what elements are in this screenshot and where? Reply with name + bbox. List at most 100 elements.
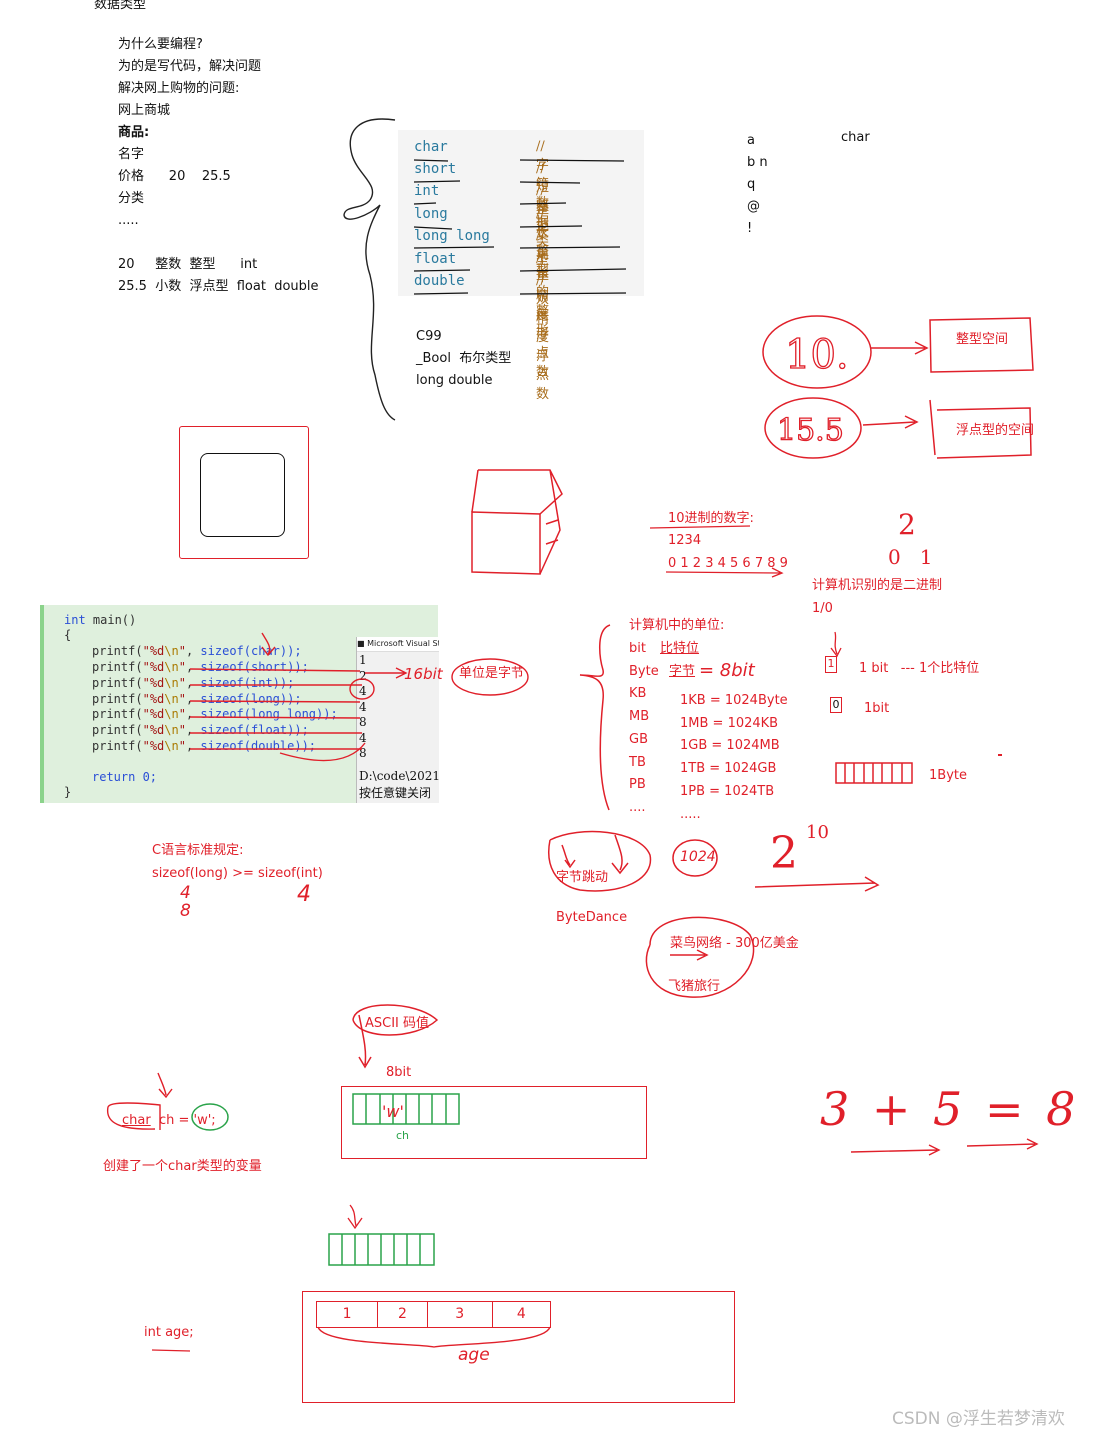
int-decl: int age;: [144, 1325, 194, 1340]
char-decl-sketch: [106, 1072, 229, 1131]
unit-eq: 1KB = 1024Byte: [680, 693, 788, 708]
hand-formula: 3 + 5 = 8: [820, 1082, 1080, 1136]
unit-names: bit Byte KB MB GB TB PB ....: [629, 638, 659, 820]
int-cell: 2: [378, 1302, 428, 1327]
char-item: @: [747, 199, 760, 214]
unit-eq: .....: [680, 806, 701, 822]
type-row: float//单精度浮点数: [414, 251, 549, 380]
type-keyword: long long: [414, 228, 490, 244]
byte-cells: [835, 762, 913, 784]
intro-line: 为的是写代码，解决问题: [118, 59, 262, 74]
hand-2: 2: [770, 828, 798, 879]
green-cells: [328, 1204, 435, 1266]
unit-eq: 1PB = 1024TB: [680, 783, 775, 799]
cell-mark: 'w': [382, 1102, 404, 1121]
bit-note: 比特位: [660, 641, 700, 656]
char-value: 'w';: [193, 1113, 216, 1128]
square-inner: [200, 453, 285, 537]
type-row: int//整形: [414, 183, 549, 236]
float-row: 25.5 小数 浮点型 float double: [118, 279, 319, 294]
decimal-digits: 0 1 2 3 4 5 6 7 8 9: [668, 556, 788, 571]
int-hand-label: age: [458, 1345, 490, 1365]
bit-label: 1bit: [864, 701, 890, 716]
box-sketch: [471, 469, 563, 575]
intro-line: 为什么要编程?: [118, 37, 203, 52]
unit-name: GB: [629, 731, 648, 747]
bytedance-en: ByteDance: [556, 910, 628, 925]
code-line-close: }: [64, 785, 72, 799]
goods-field: 价格 20 25.5: [118, 169, 231, 184]
int-cells: 1 2 3 4: [316, 1301, 551, 1328]
unit-eq: 1GB = 1024MB: [680, 738, 780, 754]
bit-arrow: [830, 631, 842, 658]
page-title: 数据类型: [94, 0, 147, 12]
ascii-bits: 8bit: [386, 1065, 412, 1080]
console-hint: 按任意键关闭: [359, 786, 432, 800]
standard-hand-left: 4 8: [180, 883, 191, 921]
console-title: ■ Microsoft Visual Studio: [357, 637, 439, 652]
type-keyword: long: [414, 206, 448, 222]
char-decl: char ch = 'w';: [122, 1110, 216, 1132]
hand-10: 10.: [785, 332, 849, 378]
intro-line: 网上商城: [118, 103, 171, 118]
code-line-printf: printf("%d\n", sizeof(int));: [92, 676, 295, 690]
type-comment: //短整型: [536, 161, 550, 233]
brace-drawing: [343, 118, 396, 421]
int-decl-underline: [151, 1349, 191, 1352]
char-name: ch =: [158, 1113, 190, 1128]
type-row: short//短整型: [414, 161, 549, 233]
char-item: a: [747, 133, 755, 148]
ascii-sketch: [352, 1004, 439, 1069]
type-comment: //整形: [536, 183, 550, 236]
code-line-printf: printf("%d\n", sizeof(long));: [92, 692, 302, 706]
bool-type: _Bool 布尔类型: [416, 351, 512, 366]
type-keyword: float: [414, 251, 457, 267]
bytedance-cn: 字节跳动: [556, 870, 609, 885]
unit-name: Byte: [629, 663, 659, 679]
hand-10-exp: 10: [806, 822, 829, 843]
code-line-printf: printf("%d\n", sizeof(short));: [92, 660, 309, 674]
binary-digits: 1/0: [812, 601, 833, 616]
int-cell: 4: [516, 1306, 526, 1322]
company-sketch: [548, 830, 880, 998]
square-outer: [179, 426, 309, 559]
byte-hand: = 8bit: [699, 660, 755, 681]
binary-title: 计算机识别的是二进制: [812, 578, 943, 593]
standard-title: C语言标准规定:: [152, 843, 244, 858]
type-row: double//双精度浮点数: [414, 273, 549, 402]
code-line-return: return 0;: [92, 770, 158, 784]
fliggy-label: 飞猪旅行: [668, 979, 721, 994]
byte-label: 1Byte: [929, 768, 967, 783]
char-item: !: [747, 221, 753, 236]
type-row: long long//更长的整形: [414, 228, 549, 338]
char-list: a b n q @ !: [747, 130, 768, 240]
standard-hand-right: 4: [297, 882, 311, 907]
int-cell: 3: [428, 1302, 493, 1327]
ascii-title: ASCII 码值: [365, 1016, 430, 1031]
unit-equations: 1KB = 1024Byte 1MB = 1024KB 1GB = 1024MB…: [680, 690, 788, 826]
unit-eq: 1TB = 1024GB: [680, 761, 777, 777]
char-item: q: [747, 177, 756, 192]
goods-label: 商品:: [118, 125, 150, 140]
int-cell: 1: [317, 1302, 379, 1327]
byte-note: 字节: [669, 664, 696, 679]
cainiao-label: 菜鸟网络 - 300亿美金: [670, 936, 799, 951]
unit-name: KB: [629, 686, 647, 702]
char-label: char: [841, 130, 870, 145]
unit-name: bit: [629, 641, 646, 656]
standard-rule: sizeof(long) >= sizeof(int): [152, 866, 323, 881]
type-keyword: char: [414, 139, 448, 155]
int-space-label: 整型空间: [956, 332, 1009, 347]
char-item: b n: [747, 155, 768, 170]
units-brace: [579, 624, 611, 811]
hand-16bit: 16bit: [404, 665, 443, 683]
int-memory-box: [302, 1291, 735, 1403]
hand-15: 15.5: [777, 413, 844, 448]
console-path: D:\code\2021: [359, 769, 441, 783]
binary-hand-01: 0 1: [888, 545, 933, 569]
space-drawing: 10. 15.5: [762, 315, 1034, 459]
c99-label: C99: [416, 329, 442, 344]
unit-note: 单位是字节: [459, 666, 525, 681]
stray-mark: [998, 754, 1002, 756]
